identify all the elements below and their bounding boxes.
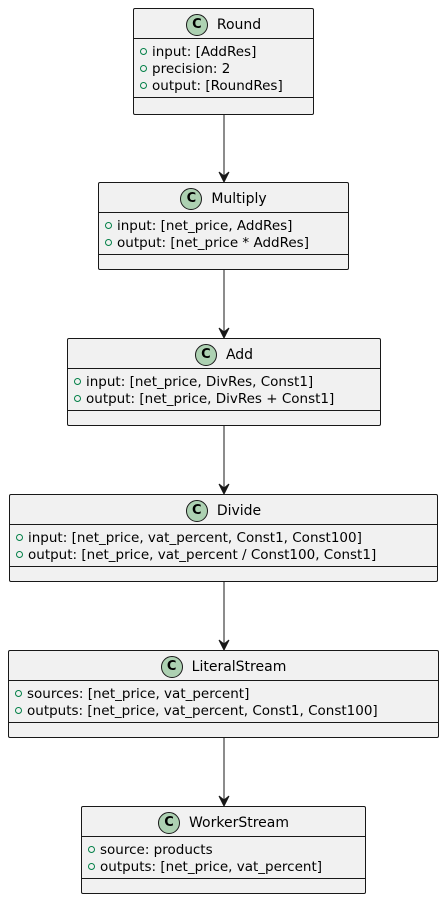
class-name: Round (216, 16, 262, 33)
attribute-text: output: [net_price * AddRes] (117, 234, 309, 251)
attribute-text: output: [net_price, vat_percent / Const1… (28, 546, 377, 563)
public-visibility-icon (140, 48, 147, 55)
public-visibility-icon (105, 239, 112, 246)
public-visibility-icon (140, 65, 147, 72)
class-c-icon: C (180, 187, 203, 210)
edge-literalstream-workerstream (218, 738, 230, 808)
attribute-text: source: products (100, 841, 213, 858)
public-visibility-icon (15, 707, 22, 714)
class-attributes: input: [net_price, DivRes, Const1] outpu… (68, 369, 380, 411)
attribute-text: output: [net_price, DivRes + Const1] (86, 390, 335, 407)
class-name: Divide (216, 502, 262, 519)
class-methods (82, 879, 365, 887)
class-round[interactable]: C Round input: [AddRes] precision: 2 out… (133, 8, 314, 115)
class-header: C Add (68, 339, 380, 369)
class-literalstream[interactable]: C LiteralStream sources: [net_price, vat… (8, 650, 439, 738)
edge-round-multiply (218, 115, 230, 184)
attribute-text: input: [net_price, vat_percent, Const1, … (28, 529, 362, 546)
edge-divide-literalstream (218, 582, 230, 652)
attribute-text: precision: 2 (152, 60, 231, 77)
attribute: outputs: [net_price, vat_percent] (88, 858, 359, 875)
class-methods (134, 98, 313, 106)
public-visibility-icon (74, 378, 81, 385)
class-attributes: source: products outputs: [net_price, va… (82, 837, 365, 879)
class-attributes: sources: [net_price, vat_percent] output… (9, 681, 438, 723)
class-attributes: input: [net_price, vat_percent, Const1, … (10, 525, 437, 567)
attribute: output: [RoundRes] (140, 77, 307, 94)
edge-add-divide (218, 426, 230, 496)
class-methods (10, 567, 437, 575)
class-multiply[interactable]: C Multiply input: [net_price, AddRes] ou… (98, 182, 349, 270)
class-header: C LiteralStream (9, 651, 438, 681)
class-attributes: input: [net_price, AddRes] output: [net_… (99, 213, 348, 255)
attribute-text: outputs: [net_price, vat_percent, Const1… (27, 702, 378, 719)
attribute: source: products (88, 841, 359, 858)
public-visibility-icon (15, 690, 22, 697)
attribute: input: [net_price, AddRes] (105, 217, 342, 234)
class-name: Add (225, 346, 254, 363)
class-divide[interactable]: C Divide input: [net_price, vat_percent,… (9, 494, 438, 582)
class-name: Multiply (211, 190, 267, 207)
public-visibility-icon (16, 534, 23, 541)
attribute: output: [net_price * AddRes] (105, 234, 342, 251)
attribute: sources: [net_price, vat_percent] (15, 685, 432, 702)
attribute-text: input: [net_price, DivRes, Const1] (86, 373, 314, 390)
class-c-icon: C (194, 343, 217, 366)
public-visibility-icon (74, 395, 81, 402)
attribute-text: sources: [net_price, vat_percent] (27, 685, 250, 702)
public-visibility-icon (88, 863, 95, 870)
edge-multiply-add (218, 270, 230, 340)
class-c-icon: C (160, 655, 183, 678)
attribute: input: [AddRes] (140, 43, 307, 60)
public-visibility-icon (88, 846, 95, 853)
class-attributes: input: [AddRes] precision: 2 output: [Ro… (134, 39, 313, 98)
class-add[interactable]: C Add input: [net_price, DivRes, Const1]… (67, 338, 381, 426)
class-header: C WorkerStream (82, 807, 365, 837)
class-name: LiteralStream (191, 658, 287, 675)
attribute-text: input: [AddRes] (152, 43, 257, 60)
attribute: outputs: [net_price, vat_percent, Const1… (15, 702, 432, 719)
public-visibility-icon (105, 222, 112, 229)
class-header: C Divide (10, 495, 437, 525)
attribute: output: [net_price, vat_percent / Const1… (16, 546, 431, 563)
class-header: C Round (134, 9, 313, 39)
attribute-text: input: [net_price, AddRes] (117, 217, 293, 234)
class-c-icon: C (158, 811, 180, 834)
attribute-text: output: [RoundRes] (152, 77, 283, 94)
class-methods (99, 255, 348, 263)
class-methods (9, 723, 438, 731)
class-header: C Multiply (99, 183, 348, 213)
attribute: precision: 2 (140, 60, 307, 77)
attribute: input: [net_price, DivRes, Const1] (74, 373, 374, 390)
public-visibility-icon (140, 82, 147, 89)
attribute: input: [net_price, vat_percent, Const1, … (16, 529, 431, 546)
class-workerstream[interactable]: C WorkerStream source: products outputs:… (81, 806, 366, 894)
class-c-icon: C (185, 499, 208, 522)
attribute: output: [net_price, DivRes + Const1] (74, 390, 374, 407)
class-name: WorkerStream (189, 814, 289, 831)
public-visibility-icon (16, 551, 23, 558)
class-methods (68, 411, 380, 419)
class-c-icon: C (185, 13, 208, 36)
attribute-text: outputs: [net_price, vat_percent] (100, 858, 323, 875)
